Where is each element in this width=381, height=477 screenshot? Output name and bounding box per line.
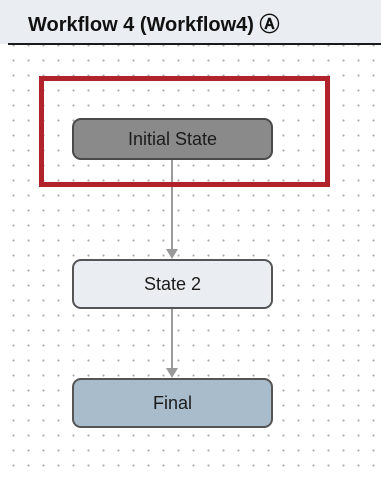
- state-final-label: Final: [152, 392, 192, 413]
- workflow-title: Workflow 4 (Workflow4) Ⓐ: [28, 14, 280, 36]
- selection-highlight: [39, 76, 330, 187]
- state-2[interactable]: State 2: [72, 259, 273, 309]
- state-initial[interactable]: Initial State: [72, 118, 273, 160]
- state-initial-label: Initial State: [127, 128, 218, 149]
- workflow-header: Workflow 4 (Workflow4) Ⓐ: [0, 0, 381, 45]
- state-final[interactable]: Final: [72, 378, 273, 428]
- header-divider: [8, 43, 381, 45]
- state-2-label: State 2: [143, 273, 202, 294]
